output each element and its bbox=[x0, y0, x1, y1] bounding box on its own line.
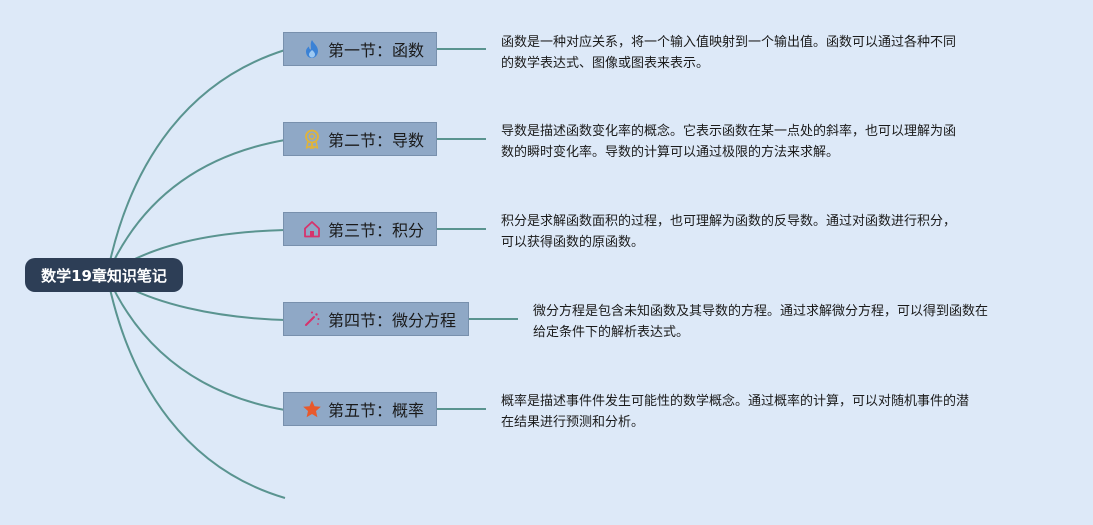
topic-node-probability[interactable]: 第五节：概率 bbox=[283, 392, 437, 426]
note-line: 函数是一种对应关系，将一个输入值映射到一个输出值。函数可以通过各种不同 bbox=[501, 35, 957, 50]
note-probability: 概率是描述事件件发生可能性的数学概念。通过概率的计算，可以对随机事件的潜 在结果… bbox=[501, 391, 969, 433]
topic-node-integrals[interactable]: 第三节：积分 bbox=[283, 212, 437, 246]
note-line: 导数是描述函数变化率的概念。它表示函数在某一点处的斜率，也可以理解为函 bbox=[501, 124, 957, 139]
note-line: 的数学表达式、图像或图表来表示。 bbox=[501, 56, 710, 71]
flame-icon bbox=[302, 39, 322, 59]
note-line: 微分方程是包含未知函数及其导数的方程。通过求解微分方程，可以得到函数在 bbox=[533, 304, 989, 319]
note-line: 在结果进行预测和分析。 bbox=[501, 415, 645, 430]
note-derivatives: 导数是描述函数变化率的概念。它表示函数在某一点处的斜率，也可以理解为函 数的瞬时… bbox=[501, 121, 956, 163]
magic-wand-icon bbox=[302, 309, 322, 329]
branch-line-topic-2 bbox=[106, 139, 286, 276]
topic-node-differential-equations[interactable]: 第四节：微分方程 bbox=[283, 302, 469, 336]
star-icon bbox=[302, 399, 322, 419]
topic-label-derivatives: 第二节：导数 bbox=[328, 131, 425, 150]
note-integrals: 积分是求解函数面积的过程，也可理解为函数的反导数。通过对函数进行积分， 可以获得… bbox=[501, 211, 956, 253]
branch-line-topic-5 bbox=[106, 274, 286, 411]
root-topic-label: 数学19章知识笔记 bbox=[41, 266, 167, 285]
note-line: 数的瞬时变化率。导数的计算可以通过极限的方法来求解。 bbox=[501, 145, 840, 160]
topic-node-derivatives[interactable]: 第二节：导数 bbox=[283, 122, 437, 156]
award-medal-icon bbox=[302, 129, 322, 149]
topic-label-functions: 第一节：函数 bbox=[328, 41, 425, 60]
topic-label-differential-equations: 第四节：微分方程 bbox=[328, 311, 457, 330]
root-topic[interactable]: 数学19章知识笔记 bbox=[25, 258, 183, 292]
note-line: 可以获得函数的原函数。 bbox=[501, 235, 645, 250]
branch-line-empty bbox=[106, 274, 286, 499]
note-differential-equations: 微分方程是包含未知函数及其导数的方程。通过求解微分方程，可以得到函数在 给定条件… bbox=[533, 301, 988, 343]
note-line: 概率是描述事件件发生可能性的数学概念。通过概率的计算，可以对随机事件的潜 bbox=[501, 394, 970, 409]
topic-node-functions[interactable]: 第一节：函数 bbox=[283, 32, 437, 66]
topic-label-probability: 第五节：概率 bbox=[328, 401, 425, 420]
note-line: 积分是求解函数面积的过程，也可理解为函数的反导数。通过对函数进行积分， bbox=[501, 214, 957, 229]
note-line: 给定条件下的解析表达式。 bbox=[533, 325, 690, 340]
topic-label-integrals: 第三节：积分 bbox=[328, 221, 425, 240]
home-icon bbox=[302, 219, 322, 239]
note-functions: 函数是一种对应关系，将一个输入值映射到一个输出值。函数可以通过各种不同 的数学表… bbox=[501, 32, 956, 74]
branch-line-topic-1 bbox=[106, 49, 286, 276]
